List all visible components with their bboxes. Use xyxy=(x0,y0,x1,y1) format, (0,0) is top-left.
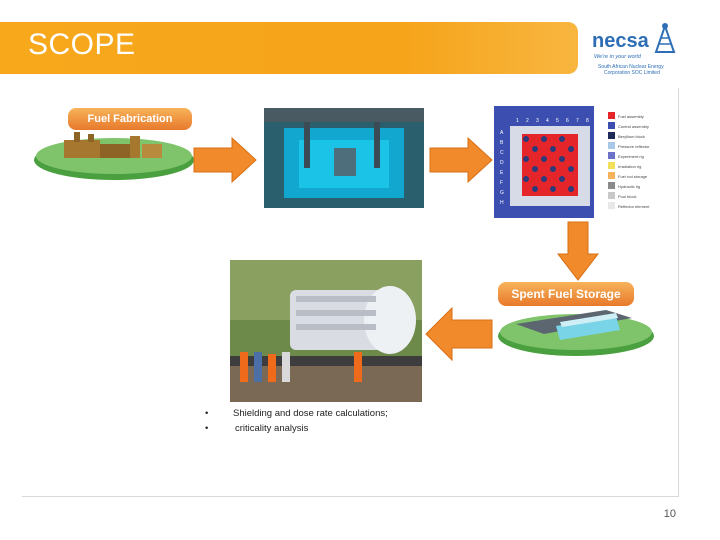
legend-label: Control assembly xyxy=(618,124,649,129)
logo-line-1: South African Nuclear Energy xyxy=(598,64,664,70)
core-assembly-dot xyxy=(532,186,538,192)
core-assembly-dot xyxy=(532,146,538,152)
list-item: •criticality analysis xyxy=(205,423,309,434)
core-col-label: 4 xyxy=(546,118,549,124)
core-col-label: 8 xyxy=(586,118,589,124)
core-row-label: B xyxy=(500,140,504,146)
legend-label: Beryllium block xyxy=(618,134,645,139)
core-assembly-dot xyxy=(541,136,547,142)
legend-swatch xyxy=(608,202,615,209)
slide-title: SCOPE xyxy=(28,28,136,61)
header-bar xyxy=(0,22,578,74)
list-item: •Shielding and dose rate calculations; xyxy=(205,408,388,419)
core-col-label: 1 xyxy=(516,118,519,124)
legend-swatch xyxy=(608,122,615,129)
legend-swatch xyxy=(608,162,615,169)
core-assembly-dot xyxy=(523,156,529,162)
core-col-label: 2 xyxy=(526,118,529,124)
legend-label: Fuel assembly xyxy=(618,114,644,119)
core-row-label: H xyxy=(500,200,504,206)
legend-swatch xyxy=(608,132,615,139)
core-row-label: C xyxy=(500,150,504,156)
core-row-label: F xyxy=(500,180,503,186)
arrow-down-icon xyxy=(556,221,600,281)
core-assembly-dot xyxy=(568,146,574,152)
arrow-right-icon xyxy=(193,136,257,184)
legend-label: Irradiation rig xyxy=(618,164,641,169)
core-row-label: G xyxy=(500,190,504,196)
core-col-label: 6 xyxy=(566,118,569,124)
core-assembly-dot xyxy=(550,186,556,192)
legend-swatch xyxy=(608,112,615,119)
legend-label: Pool block xyxy=(618,194,636,199)
legend-swatch xyxy=(608,152,615,159)
core-assembly-dot xyxy=(559,156,565,162)
transport-cask-photo xyxy=(230,260,422,402)
factory-icon xyxy=(34,132,194,180)
core-col-label: 3 xyxy=(536,118,539,124)
arrow-left-icon xyxy=(425,306,493,362)
content-frame xyxy=(22,88,679,497)
core-assembly-dot xyxy=(523,176,529,182)
core-row-label: E xyxy=(500,170,504,176)
reactor-pool-photo xyxy=(264,108,424,208)
legend-swatch xyxy=(608,172,615,179)
core-assembly-dot xyxy=(541,176,547,182)
core-assembly-dot xyxy=(568,186,574,192)
core-assembly-dot xyxy=(523,136,529,142)
core-assembly-dot xyxy=(541,156,547,162)
core-assembly-dot xyxy=(532,166,538,172)
arrow-right-icon xyxy=(429,136,493,184)
fuel-fabrication-label: Fuel Fabrication xyxy=(68,108,192,130)
core-assembly-dot xyxy=(550,166,556,172)
core-col-label: 5 xyxy=(556,118,559,124)
legend-label: Experiment rig xyxy=(618,154,644,159)
spent-fuel-storage-label: Spent Fuel Storage xyxy=(498,282,634,306)
bullet-list: •Shielding and dose rate calculations; •… xyxy=(205,406,388,436)
legend-swatch xyxy=(608,182,615,189)
storage-building-icon xyxy=(498,310,654,356)
legend-swatch xyxy=(608,142,615,149)
core-assembly-dot xyxy=(550,146,556,152)
legend-label: Hydraulic rig xyxy=(618,184,640,189)
logo-tagline: We're in your world xyxy=(594,54,641,60)
legend-label: Reflector element xyxy=(618,204,650,209)
necsa-logo: necsa We're in your world South African … xyxy=(592,22,692,78)
core-assembly-dot xyxy=(559,176,565,182)
legend-label: Fuel rod storage xyxy=(618,174,648,179)
core-col-label: 7 xyxy=(576,118,579,124)
fuel-fabrication-island: Fuel Fabrication xyxy=(24,100,196,184)
core-row-label: D xyxy=(500,160,504,166)
legend-swatch xyxy=(608,192,615,199)
logo-line-2: Corporation SOC Limited xyxy=(604,70,660,76)
core-assembly-dot xyxy=(559,136,565,142)
core-row-label: A xyxy=(500,130,504,136)
page-number: 10 xyxy=(663,508,676,520)
spent-fuel-storage-island: Spent Fuel Storage xyxy=(496,280,656,360)
core-assembly-dot xyxy=(568,166,574,172)
logo-word: necsa xyxy=(592,30,649,52)
legend-label: Pressure reflector xyxy=(618,144,650,149)
atom-tower-icon xyxy=(654,22,676,53)
